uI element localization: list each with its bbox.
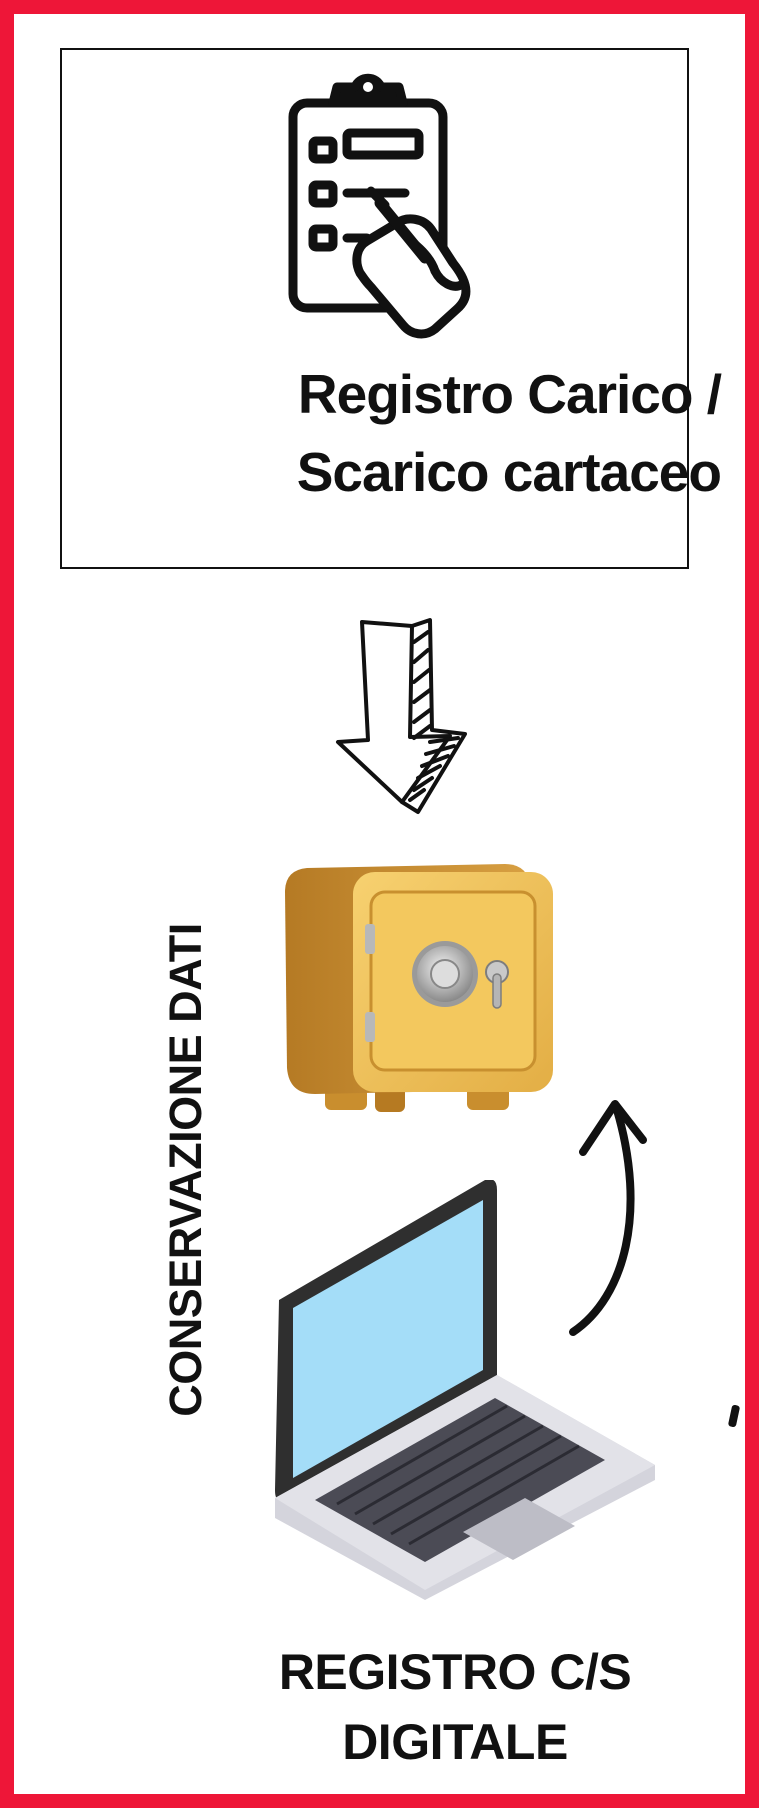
safe-icon (275, 862, 570, 1127)
paper-register-title: Registro Carico / Scarico cartaceo (181, 355, 721, 511)
hand-drawn-arrow-down-icon (330, 612, 485, 822)
conservazione-dati-label: CONSERVAZIONE DATI (156, 860, 216, 1480)
paper-register-title-line1: Registro Carico / (181, 355, 721, 433)
clipboard-checklist-hand-icon (285, 73, 485, 343)
paper-register-title-line2: Scarico cartaceo (181, 433, 721, 511)
digital-register-title-line1: REGISTRO C/S (230, 1637, 680, 1707)
laptop-icon (275, 1180, 655, 1600)
digital-register-title-line2: DIGITALE (230, 1707, 680, 1777)
digital-register-title: REGISTRO C/S DIGITALE (230, 1637, 680, 1777)
